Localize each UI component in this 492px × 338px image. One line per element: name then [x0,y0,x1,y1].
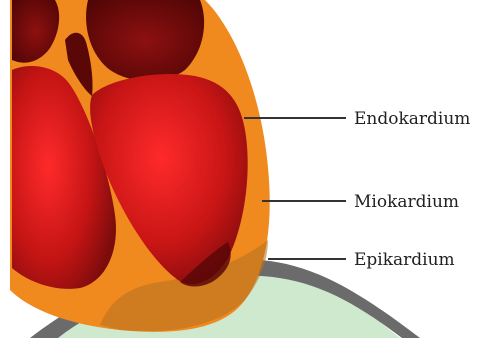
endocardium-label: Endokardium [354,109,470,129]
myocardium-label: Miokardium [354,192,459,212]
epicardium-label: Epikardium [354,250,455,270]
